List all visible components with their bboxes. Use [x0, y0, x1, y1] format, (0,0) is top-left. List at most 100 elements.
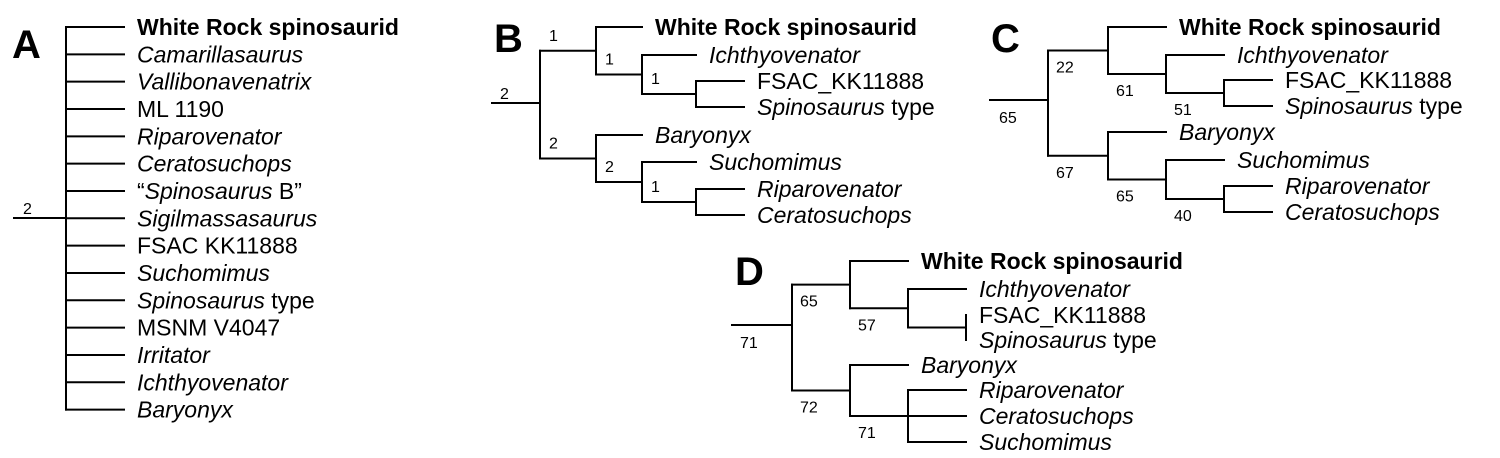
taxon-label-part: Baryonyx — [921, 352, 1018, 378]
taxon-label: Suchomimus — [709, 149, 842, 175]
tree-d: 71 White Rock spinosauridIchthyovenatorFS… — [731, 248, 1183, 455]
taxon-label: FSAC_KK11888 — [757, 68, 924, 94]
taxon-label-part: FSAC_KK11888 — [979, 302, 1146, 328]
taxon-label-part: Riparovenator — [979, 377, 1125, 403]
taxon-label-part: MSNM V4047 — [137, 315, 280, 341]
taxon-label: White Rock spinosaurid — [137, 14, 399, 40]
taxon-label: Spinosaurus type — [979, 327, 1157, 353]
taxon-label: Ceratosuchops — [1285, 199, 1440, 225]
node-support-value: 2 — [23, 201, 32, 218]
taxon-label: MSNM V4047 — [137, 315, 280, 341]
taxon-label-part: Ceratosuchops — [137, 151, 292, 177]
taxon-label-part: Ceratosuchops — [979, 403, 1134, 429]
taxon-label-part: Suchomimus — [1237, 147, 1370, 173]
taxon-label-part: White Rock spinosaurid — [137, 14, 399, 40]
taxon-label-part: type — [1413, 93, 1463, 119]
taxon-label-part: Spinosaurus — [145, 178, 273, 204]
taxon-label: Ichthyovenator — [1237, 42, 1389, 68]
node-support-value: 2 — [549, 136, 558, 153]
node-support-value: 2 — [500, 86, 509, 103]
taxon-label-part: FSAC_KK11888 — [757, 68, 924, 94]
taxon-label-part: “ — [137, 178, 145, 204]
taxon-label: Baryonyx — [1179, 119, 1276, 145]
taxon-label-part: White Rock spinosaurid — [655, 14, 917, 40]
panel-letter-b: B — [494, 17, 523, 61]
taxon-label-part: B” — [273, 178, 302, 204]
panel-d: D 71 White Rock spinosauridIchthyovenator… — [731, 248, 1183, 455]
taxon-label-part: Riparovenator — [757, 176, 903, 202]
taxon-label: Camarillasaurus — [137, 41, 304, 67]
taxon-label-part: Vallibonavenatrix — [137, 69, 313, 95]
taxon-label-part: Suchomimus — [979, 429, 1112, 455]
taxon-label-part: Baryonyx — [137, 397, 234, 423]
taxon-label: ML 1190 — [137, 96, 224, 122]
taxon-label: Irritator — [137, 342, 211, 368]
taxon-label-part: Ichthyovenator — [1237, 42, 1389, 68]
node-support-value: 71 — [858, 425, 876, 442]
node-support-value: 65 — [999, 110, 1017, 127]
taxon-label: Spinosaurus type — [1285, 93, 1463, 119]
taxon-label: Riparovenator — [1285, 173, 1431, 199]
taxon-label-part: ML 1190 — [137, 96, 224, 122]
node-support-value: 1 — [549, 28, 558, 45]
taxon-label-part: Spinosaurus — [137, 287, 265, 313]
node-support-value: 65 — [800, 294, 818, 311]
taxon-label: Sigilmassasaurus — [137, 205, 318, 231]
taxon-label: Baryonyx — [137, 397, 234, 423]
panel-a: A White Rock spinosauridCamarillasaurusV… — [12, 14, 399, 423]
taxon-label: Ceratosuchops — [137, 151, 292, 177]
taxon-label: Vallibonavenatrix — [137, 69, 313, 95]
taxon-label: Riparovenator — [979, 377, 1125, 403]
taxon-label-part: Spinosaurus — [757, 94, 885, 120]
taxon-label-part: White Rock spinosaurid — [921, 248, 1183, 274]
taxon-label-part: Baryonyx — [1179, 119, 1276, 145]
taxon-label-part: FSAC_KK11888 — [1285, 67, 1452, 93]
taxon-label: Suchomimus — [137, 260, 270, 286]
taxon-label: Suchomimus — [1237, 147, 1370, 173]
taxon-label-part: Ichthyovenator — [979, 276, 1131, 302]
taxon-label-part: type — [1107, 327, 1157, 353]
tree-a: White Rock spinosauridCamarillasaurusVal… — [13, 14, 399, 423]
node-support-value: 22 — [1056, 60, 1074, 77]
taxon-label-part: Baryonyx — [655, 122, 752, 148]
taxon-label: Ichthyovenator — [709, 42, 861, 68]
taxon-label-part: Riparovenator — [137, 123, 283, 149]
node-support-value: 2 — [605, 159, 614, 176]
taxon-label-part: Suchomimus — [137, 260, 270, 286]
node-support-value: 51 — [1174, 102, 1192, 119]
taxon-label-part: Riparovenator — [1285, 173, 1431, 199]
taxon-label-part: Spinosaurus — [979, 327, 1107, 353]
taxon-label-part: Ceratosuchops — [757, 202, 912, 228]
node-support-value: 1 — [651, 71, 660, 88]
tree-b: 2 White Rock spinosauridIchthyovenatorFSA… — [491, 14, 935, 228]
panel-letter-c: C — [991, 17, 1020, 61]
node-support-value: 57 — [858, 317, 876, 334]
taxon-label-part: Ceratosuchops — [1285, 199, 1440, 225]
taxon-label: Spinosaurus type — [137, 287, 315, 313]
node-support-value: 72 — [800, 400, 818, 417]
taxon-label-part: type — [265, 287, 315, 313]
taxon-label: Riparovenator — [757, 176, 903, 202]
taxon-label: Suchomimus — [979, 429, 1112, 455]
taxon-label-part: Ichthyovenator — [137, 369, 289, 395]
taxon-label: Spinosaurus type — [757, 94, 935, 120]
taxon-label: Baryonyx — [921, 352, 1018, 378]
taxon-label: White Rock spinosaurid — [921, 248, 1183, 274]
taxon-label-part: Ichthyovenator — [709, 42, 861, 68]
taxon-label: FSAC KK11888 — [137, 233, 298, 259]
taxon-label-part: type — [885, 94, 935, 120]
taxon-label-part: Spinosaurus — [1285, 93, 1413, 119]
panel-letter-d: D — [735, 250, 764, 294]
node-support-value: 71 — [740, 335, 758, 352]
taxon-label: White Rock spinosaurid — [655, 14, 917, 40]
taxon-label: Ichthyovenator — [979, 276, 1131, 302]
taxon-label-part: Sigilmassasaurus — [137, 205, 318, 231]
taxon-label: Ceratosuchops — [757, 202, 912, 228]
taxon-label: Baryonyx — [655, 122, 752, 148]
taxon-label-part: Camarillasaurus — [137, 41, 304, 67]
taxon-label: FSAC_KK11888 — [979, 302, 1146, 328]
taxon-label: FSAC_KK11888 — [1285, 67, 1452, 93]
